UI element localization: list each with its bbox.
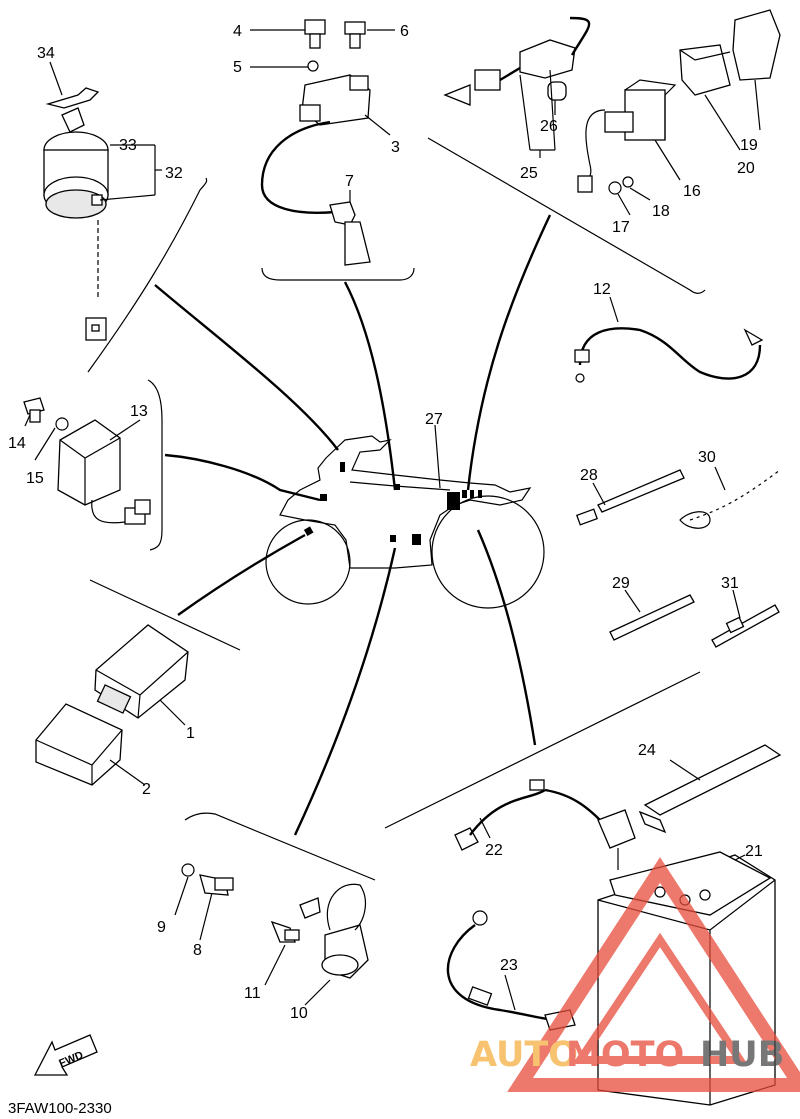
rectifier-regulator-assembly bbox=[23, 397, 151, 525]
callout-21: 21 bbox=[745, 843, 763, 860]
callout-20: 20 bbox=[737, 160, 755, 177]
neutral-switch-assembly bbox=[174, 863, 369, 1006]
callout-30: 30 bbox=[698, 449, 716, 466]
callout-labels: 1 2 3 4 5 6 7 8 9 10 11 12 13 14 15 16 1… bbox=[8, 23, 763, 1022]
wire-harness-leader bbox=[434, 424, 441, 489]
callout-13: 13 bbox=[130, 403, 148, 420]
callout-28: 28 bbox=[580, 467, 598, 484]
callout-18: 18 bbox=[652, 203, 670, 220]
callout-7: 7 bbox=[345, 173, 354, 190]
callout-34: 34 bbox=[37, 45, 55, 62]
callout-32: 32 bbox=[165, 165, 183, 182]
callout-1: 1 bbox=[186, 725, 195, 742]
watermark-logo: AUTO MOTO HUB bbox=[470, 857, 800, 1092]
callout-9: 9 bbox=[157, 919, 166, 936]
callout-6: 6 bbox=[400, 23, 409, 40]
callout-10: 10 bbox=[290, 1005, 308, 1022]
callout-2: 2 bbox=[142, 781, 151, 798]
callout-31: 31 bbox=[721, 575, 739, 592]
callout-17: 17 bbox=[612, 219, 630, 236]
callout-14: 14 bbox=[8, 435, 26, 452]
callout-8: 8 bbox=[193, 942, 202, 959]
callout-25: 25 bbox=[520, 165, 538, 182]
callout-11: 11 bbox=[244, 985, 261, 1002]
watermark-moto: MOTO bbox=[566, 1035, 684, 1075]
motorcycle-silhouette bbox=[265, 435, 545, 609]
watermark-auto: AUTO bbox=[470, 1035, 578, 1075]
callout-24: 24 bbox=[638, 742, 656, 759]
callout-23: 23 bbox=[500, 957, 518, 974]
leader-lines bbox=[87, 137, 706, 881]
callout-5: 5 bbox=[233, 59, 242, 76]
callout-12: 12 bbox=[593, 281, 611, 298]
callout-15: 15 bbox=[26, 470, 44, 487]
callout-29: 29 bbox=[612, 575, 630, 592]
cable-bands bbox=[575, 466, 781, 648]
callout-22: 22 bbox=[485, 842, 503, 859]
watermark-hub: HUB bbox=[700, 1035, 784, 1075]
callout-4: 4 bbox=[233, 23, 242, 40]
callout-33: 33 bbox=[119, 137, 137, 154]
fwd-arrow: FWD bbox=[33, 1034, 98, 1076]
relay-fuse-assembly bbox=[443, 9, 781, 216]
callout-3: 3 bbox=[391, 139, 400, 156]
ignition-coil-assembly bbox=[250, 19, 395, 266]
wire-lead-12 bbox=[574, 296, 764, 383]
callout-19: 19 bbox=[740, 137, 758, 154]
main-switch-assembly bbox=[43, 61, 162, 341]
cdi-unit-assembly bbox=[35, 624, 189, 786]
callout-26: 26 bbox=[540, 118, 558, 135]
diagram-code: 3FAW100-2330 bbox=[8, 1100, 112, 1117]
callout-16: 16 bbox=[683, 183, 701, 200]
callout-27: 27 bbox=[425, 411, 443, 428]
